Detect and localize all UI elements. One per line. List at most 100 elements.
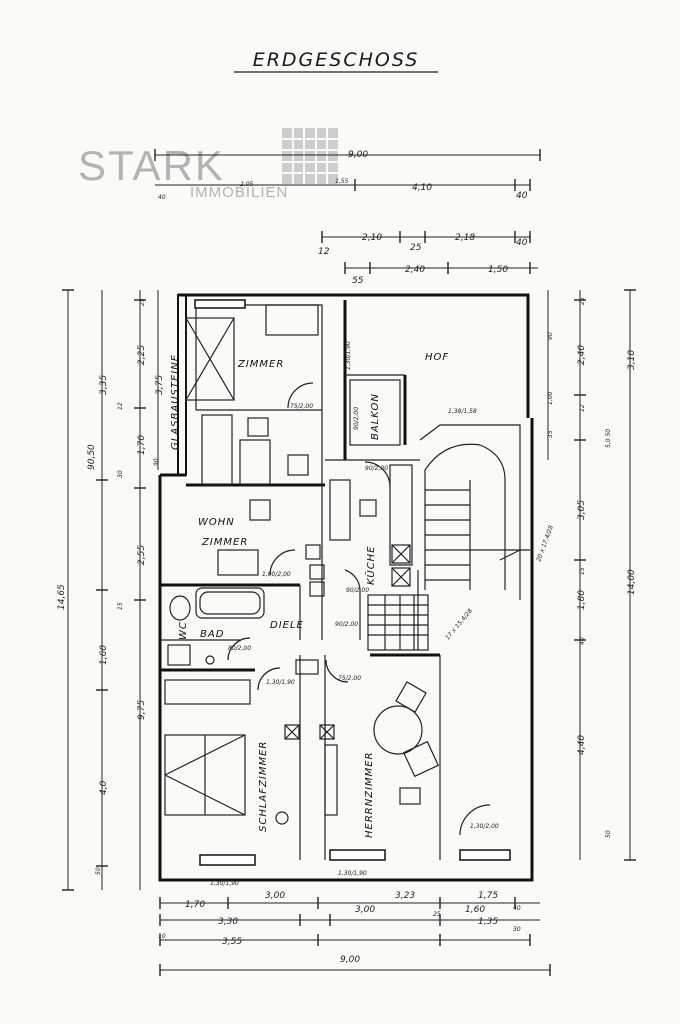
room-wohn2: ZIMMER bbox=[201, 537, 248, 548]
door-label-h: 90/2,00 bbox=[335, 621, 358, 628]
dim-right-total: 14,00 bbox=[627, 569, 637, 595]
dim-right-100: 1,00 bbox=[547, 391, 554, 405]
door-label-d: 90/2,00 bbox=[353, 407, 360, 430]
dim-left-25: 25 bbox=[139, 298, 146, 306]
dim-top-w1: 40 bbox=[158, 194, 166, 201]
dim-bottom-r4: 10 bbox=[158, 933, 166, 940]
dim-right-5050: 5,0 50 bbox=[605, 429, 612, 448]
kueche-furniture bbox=[309, 461, 413, 597]
bad-wc-fixtures bbox=[167, 587, 281, 691]
dim-bottom-r2d: 40 bbox=[513, 905, 521, 912]
dim-bottom-overall: 9,00 bbox=[340, 955, 360, 965]
bottom-dimensions: 1,70 3,00 3,23 1,75 3,30 3,00 1,60 40 25… bbox=[158, 891, 551, 976]
dim-left-30: 30 bbox=[117, 470, 124, 478]
wohnzimmer-furniture bbox=[201, 414, 321, 576]
dim-bottom-r3b: 1,35 bbox=[478, 917, 498, 927]
dim-left-160: 1,60 bbox=[99, 645, 109, 665]
door-label-a: 1,30/1,90 bbox=[345, 341, 352, 370]
dim-right-12: 12 bbox=[579, 404, 586, 412]
door-label-o: 20 x 17,4/28 bbox=[535, 524, 555, 562]
watermark-sub: IMMOBILIEN bbox=[190, 184, 289, 201]
herrnzimmer-furniture bbox=[319, 681, 440, 816]
room-glasbausteine: GLASBAUSTEINE bbox=[170, 354, 181, 450]
door-label-f: 1,00/2,00 bbox=[262, 571, 291, 578]
dim-right-25: 25 bbox=[579, 297, 586, 305]
watermark-grid-icon bbox=[282, 128, 338, 184]
dim-left-15: 15 bbox=[117, 602, 124, 610]
dim-left-12: 12 bbox=[117, 402, 124, 410]
dim-top-overall: 9,00 bbox=[348, 150, 368, 160]
dim-top-r2a: 4,10 bbox=[412, 183, 432, 193]
dim-left-50: 50 bbox=[95, 867, 102, 875]
dim-bottom-r3c: 30 bbox=[513, 926, 521, 933]
dim-top-r4b: 1,50 bbox=[488, 265, 508, 275]
dim-right-305: 3,05 bbox=[577, 500, 587, 520]
zimmer-furniture bbox=[185, 304, 319, 409]
dim-left-total: 14,65 bbox=[57, 584, 67, 610]
dim-top-r3d: 40 bbox=[516, 238, 528, 248]
dim-bottom-r2a: 3,30 bbox=[218, 917, 238, 927]
dim-right-90: 90 bbox=[547, 332, 554, 340]
dim-bottom-r1a: 1,70 bbox=[185, 900, 205, 910]
dim-left-975: 9,75 bbox=[137, 700, 147, 720]
door-label-i: 80/2,00 bbox=[228, 645, 251, 652]
plan-title: ERDGESCHOSS bbox=[253, 49, 420, 71]
room-hof: HOF bbox=[425, 352, 449, 363]
door-label-k: 1,30/1,90 bbox=[338, 870, 367, 877]
room-diele: DIELE bbox=[270, 620, 304, 631]
windows bbox=[194, 299, 511, 866]
room-bad: BAD bbox=[200, 629, 224, 640]
door-label-c: 1,38/1,58 bbox=[448, 408, 477, 415]
top-dimensions: 9,00 4,10 40 40 2,05 1,55 2,10 25 2,18 4… bbox=[154, 149, 541, 286]
dim-top-w3: 1,55 bbox=[335, 178, 349, 185]
room-zimmer: ZIMMER bbox=[237, 359, 284, 370]
door-label-l: 1,30/2,00 bbox=[470, 823, 499, 830]
door-label-g: 90/2,00 bbox=[346, 587, 369, 594]
dim-right-15: 15 bbox=[579, 567, 586, 575]
dim-bottom-r1d: 1,75 bbox=[478, 891, 498, 901]
watermark-brand: STARK bbox=[78, 142, 225, 189]
dim-right-50: 50 bbox=[605, 830, 612, 838]
dim-right-35: 35 bbox=[547, 430, 554, 438]
dim-left-400: 4,0 bbox=[99, 780, 109, 795]
dim-top-r2b: 40 bbox=[516, 191, 528, 201]
dim-left-225: 2,25 bbox=[137, 345, 147, 365]
dim-left-335: 3,35 bbox=[99, 375, 109, 395]
room-labels: ZIMMER HOF BALKON GLASBAUSTEINE WOHN ZIM… bbox=[170, 352, 449, 838]
dim-top-r4c: 55 bbox=[352, 276, 364, 286]
dim-right-440: 4,40 bbox=[577, 735, 587, 755]
room-kueche: KÜCHE bbox=[364, 545, 377, 585]
dim-right-240: 2,40 bbox=[577, 345, 587, 365]
room-herrnzimmer: HERRNZIMMER bbox=[364, 751, 375, 838]
door-label-p: 75/2,00 bbox=[338, 675, 361, 682]
dim-left-9050: 90,50 bbox=[87, 444, 97, 470]
door-label-n: 17 x 15,4/28 bbox=[444, 608, 474, 642]
door-label-e: 90/2,00 bbox=[365, 465, 388, 472]
room-wohn: WOHN bbox=[198, 517, 235, 528]
dim-left-255: 2,55 bbox=[137, 545, 147, 565]
dim-right-310: 3,10 bbox=[627, 350, 637, 370]
dim-right-40: 40 bbox=[579, 637, 586, 645]
dim-bottom-r2e: 25 bbox=[433, 911, 441, 918]
diele bbox=[295, 659, 349, 683]
dim-bottom-r2c: 1,60 bbox=[465, 905, 485, 915]
dim-bottom-r1b: 3,00 bbox=[265, 891, 285, 901]
dim-bottom-r2b: 3,00 bbox=[355, 905, 375, 915]
left-dimensions: 14,65 3,35 4,0 90,50 1,60 2,25 2,55 9,75… bbox=[57, 289, 165, 891]
dim-top-r3c: 2,18 bbox=[455, 233, 475, 243]
outer-walls bbox=[158, 293, 534, 882]
right-dimensions: 14,00 3,10 2,40 3,05 4,40 1,80 25 15 40 … bbox=[547, 289, 637, 861]
dim-left-90: 90 bbox=[153, 458, 160, 466]
dim-top-r4a: 2,40 bbox=[405, 265, 425, 275]
staircase bbox=[367, 443, 530, 836]
dim-top-w2: 2,05 bbox=[240, 181, 254, 188]
balkon bbox=[349, 379, 401, 446]
room-balkon: BALKON bbox=[370, 393, 381, 440]
dim-top-r3a: 2,10 bbox=[362, 233, 382, 243]
door-label-j: 1,30/1,90 bbox=[210, 880, 239, 887]
door-label-b: 75/2,00 bbox=[290, 403, 313, 410]
dim-bottom-r3a: 3,55 bbox=[222, 937, 242, 947]
room-wc: WC bbox=[178, 621, 189, 640]
room-schlafzimmer: SCHLAFZIMMER bbox=[258, 741, 269, 832]
